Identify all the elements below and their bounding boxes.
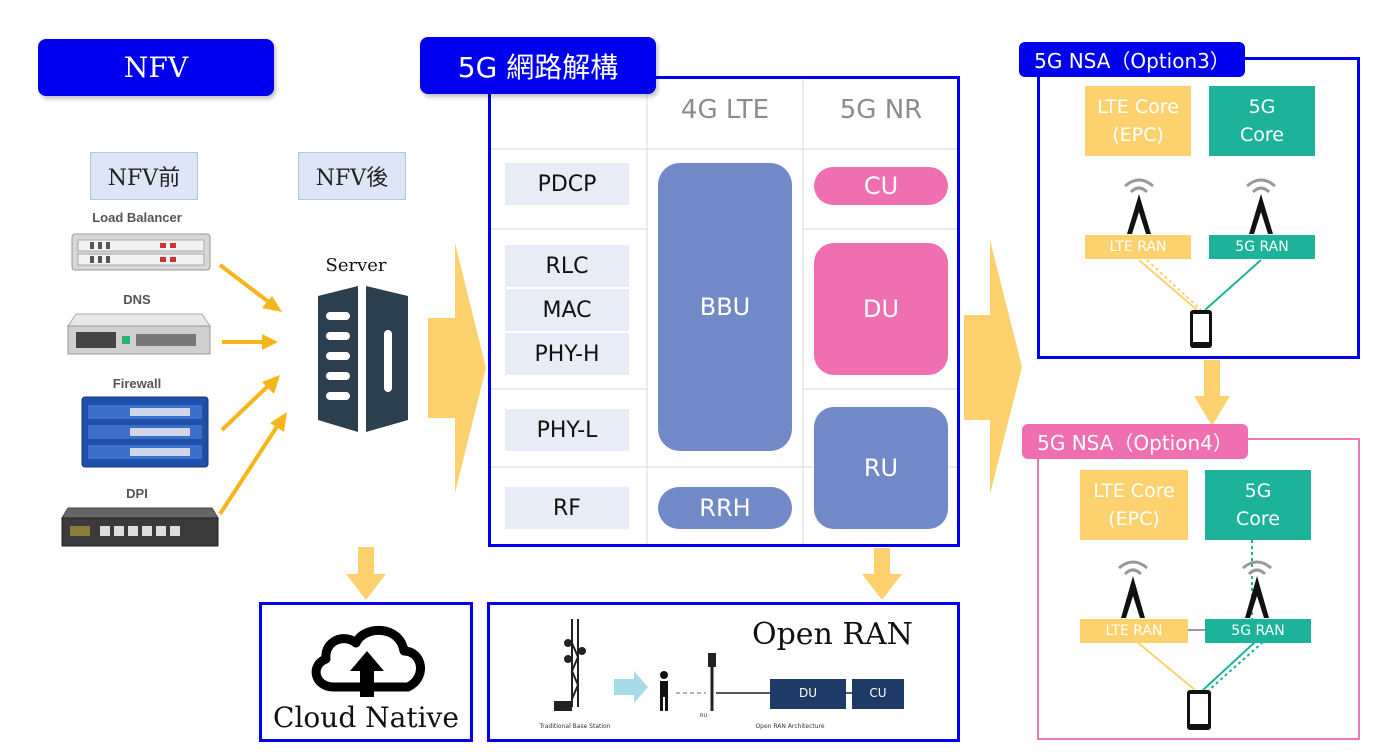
cloud-native-box: Cloud Native [259,602,473,742]
nfv-before-label: NFV前 [90,152,198,200]
option3-lte-core: LTE Core (EPC) [1085,86,1191,156]
option4-lte-core: LTE Core (EPC) [1080,470,1188,540]
layer-phy-h: PHY-H [505,333,629,375]
cu-block: CU [814,167,948,205]
open-ran-caption-right: Open RAN Architecture [755,723,825,730]
cloud-upload-icon [311,626,425,697]
option3-nr-core: 5G Core [1209,86,1315,156]
device-label-firewall: Firewall [112,376,162,391]
option4-nr-core-line1: 5G [1244,480,1272,502]
nfv-after-label: NFV後 [298,152,406,200]
open-ran-du: DU [798,686,818,700]
option4-title: 5G NSA（Option4） [1022,424,1248,459]
open-ran-box: Open RAN DU CU RU Traditional Base Stati… [487,602,960,742]
rrh-block: RRH [658,487,792,529]
col-header-lte: 4G LTE [680,95,770,125]
option3-nr-core-line2: Core [1240,124,1284,146]
down-arrow-opt4 [1194,360,1230,426]
dpi-appliance-icon [61,507,219,547]
down-arrow-cloud [346,547,386,600]
option4-nr-ran: 5G RAN [1205,619,1311,643]
option3-lte-core-line2: (EPC) [1112,124,1164,146]
cloud-native-label: Cloud Native [273,701,459,734]
server-label: Server [325,255,387,276]
col-header-nr: 5G NR [839,95,923,125]
open-ran-ru: RU [700,713,708,719]
option3-tower-lte [1124,178,1154,234]
server-icon [318,286,408,432]
decomp-table: 4G LTE 5G NR PDCP RLC MAC PHY-H PHY-L RF… [488,76,960,547]
option3-links [1124,178,1276,348]
layer-rlc: RLC [505,245,629,287]
device-label-dpi: DPI [126,486,148,501]
layer-mac: MAC [505,289,629,331]
option4-nr-core-line2: Core [1236,508,1280,530]
ru-block: RU [814,407,948,529]
decomp-grid [491,79,957,544]
layer-phy-l: PHY-L [505,409,629,451]
decomp-title: 5G 網路解構 [420,37,656,94]
open-ran-caption-left: Traditional Base Station [539,723,611,730]
option3-tower-nr [1246,178,1276,234]
firewall-icon [81,396,209,468]
option4-links [1118,540,1272,730]
open-ran-cu: CU [869,686,887,700]
option4-lte-core-line1: LTE Core [1093,480,1175,502]
device-label-dns: DNS [123,292,151,307]
option4-tower-nr [1242,560,1272,618]
option3-title: 5G NSA（Option3） [1019,42,1245,77]
bbu-block: BBU [658,163,792,451]
option4-nr-core: 5G Core [1205,470,1311,540]
open-ran-title: Open RAN [752,617,913,652]
device-label-load-balancer: Load Balancer [92,210,182,225]
option4-tower-lte [1118,560,1148,618]
nfv-title: NFV [38,39,274,96]
load-balancer-icon [71,233,211,271]
layer-pdcp: PDCP [505,163,629,205]
option3-nr-ran: 5G RAN [1209,235,1315,259]
open-ran-diagram [554,619,904,711]
option4-lte-ran: LTE RAN [1080,619,1188,643]
big-arrow-2 [964,240,1022,494]
du-block: DU [814,243,948,375]
option3-nr-core-line1: 5G [1248,96,1276,118]
big-arrow-1 [428,243,486,493]
down-arrow-oran [862,548,902,600]
option3-lte-ran: LTE RAN [1085,235,1191,259]
option3-lte-core-line1: LTE Core [1097,96,1179,118]
dns-server-icon [67,313,211,355]
option4-lte-core-line2: (EPC) [1108,508,1160,530]
layer-rf: RF [505,487,629,529]
